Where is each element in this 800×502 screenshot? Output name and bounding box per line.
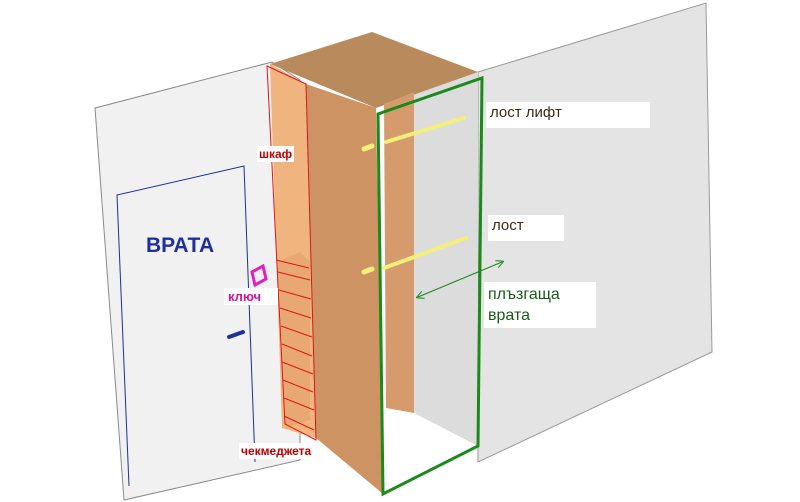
cabinet-outline <box>266 65 317 441</box>
door-handle <box>227 330 245 339</box>
bar-rail <box>382 236 468 270</box>
drawers <box>277 271 315 431</box>
cabinet-label: шкаф <box>257 146 295 162</box>
alcove-back-wall <box>414 72 478 446</box>
key-label: ключ <box>224 288 278 305</box>
drawers-label: чекмеджета <box>239 443 314 459</box>
lift-bar-end <box>361 143 375 152</box>
key-icon <box>250 263 268 288</box>
door-outline <box>116 165 256 487</box>
cabinet-side-panel <box>306 84 383 494</box>
cabinet-top <box>270 32 478 108</box>
door-label: ВРАТА <box>146 234 215 257</box>
sliding-door-label: плъзгаща врата <box>484 282 596 328</box>
cabinet-divider <box>384 92 414 413</box>
lift-bar-label: лост лифт <box>486 102 650 128</box>
sliding-door-frame <box>376 75 484 497</box>
left-wall <box>94 61 301 501</box>
sliding-direction-arrow <box>418 262 502 297</box>
lift-bar-rail <box>384 116 466 144</box>
bar-label: лост <box>488 215 564 241</box>
bar-end <box>361 266 375 275</box>
shelf-line <box>275 259 310 269</box>
